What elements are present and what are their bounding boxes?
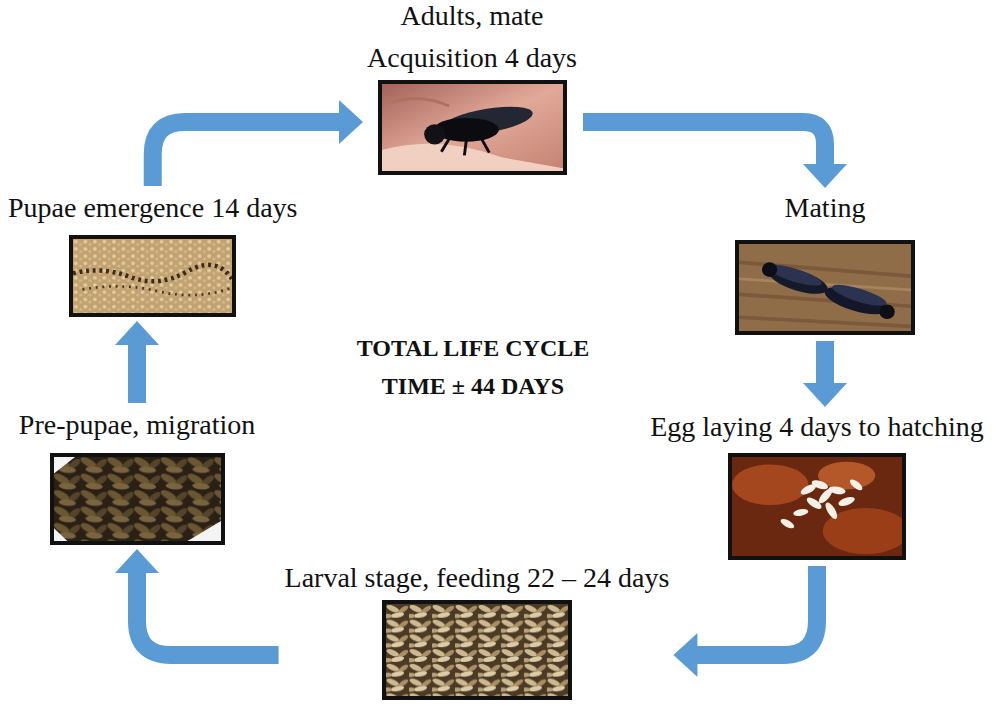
arrow-shaft (128, 343, 146, 403)
stage-caption: Mating (735, 192, 915, 224)
cycle-arrow (153, 100, 363, 186)
arrow-shaft (695, 566, 817, 655)
stage-node: Adults, mateAcquisition 4 days (367, 0, 577, 175)
photo-frame (728, 453, 906, 560)
arrow-head (115, 549, 159, 573)
photo-content (732, 457, 902, 556)
stage-caption: Pupae emergence 14 days (8, 192, 298, 224)
eggs-photo (732, 457, 902, 556)
photo-content (739, 244, 911, 331)
photo-content (54, 457, 221, 541)
arrow-head (673, 633, 697, 677)
photo-content (382, 84, 563, 171)
photo-frame (50, 453, 225, 545)
arrow-shaft (153, 122, 341, 186)
pupae-photo (73, 239, 232, 313)
arrow-shaft (816, 341, 834, 385)
stage-node: Pupae emergence 14 days (8, 192, 298, 317)
stage-caption: Acquisition 4 days (367, 42, 577, 74)
prepupae-photo (54, 457, 221, 541)
photo-frame (69, 235, 236, 317)
stage-caption: Pre-pupae, migration (19, 409, 255, 441)
larvae-photo (386, 604, 568, 696)
arrow-head (803, 164, 847, 188)
adult-fly-photo (382, 84, 563, 171)
stage-node: Mating (735, 192, 915, 335)
stage-node: Egg laying 4 days to hatching (650, 411, 984, 560)
mating-flies-photo (739, 244, 911, 331)
stage-node: Pre-pupae, migration (19, 409, 255, 545)
photo-frame (378, 80, 567, 175)
cycle-arrow (583, 122, 847, 188)
arrow-head (803, 383, 847, 407)
cycle-total-label: TOTAL LIFE CYCLE TIME ± 44 DAYS (343, 329, 603, 405)
photo-content (386, 604, 568, 696)
photo-content (73, 239, 232, 313)
cycle-arrow (673, 566, 817, 677)
arrow-shaft (137, 571, 279, 655)
cycle-arrow (115, 321, 159, 403)
photo-frame (735, 240, 915, 335)
stage-caption: Larval stage, feeding 22 – 24 days (285, 562, 670, 594)
cycle-arrow (803, 341, 847, 407)
photo-frame (382, 600, 572, 700)
arrow-head (339, 100, 363, 144)
arrow-shaft (583, 122, 825, 166)
arrow-head (115, 321, 159, 345)
stage-node: Larval stage, feeding 22 – 24 days (285, 562, 670, 700)
cycle-arrow (115, 549, 279, 655)
stage-caption: Adults, mate (367, 0, 577, 32)
stage-caption: Egg laying 4 days to hatching (650, 411, 984, 443)
